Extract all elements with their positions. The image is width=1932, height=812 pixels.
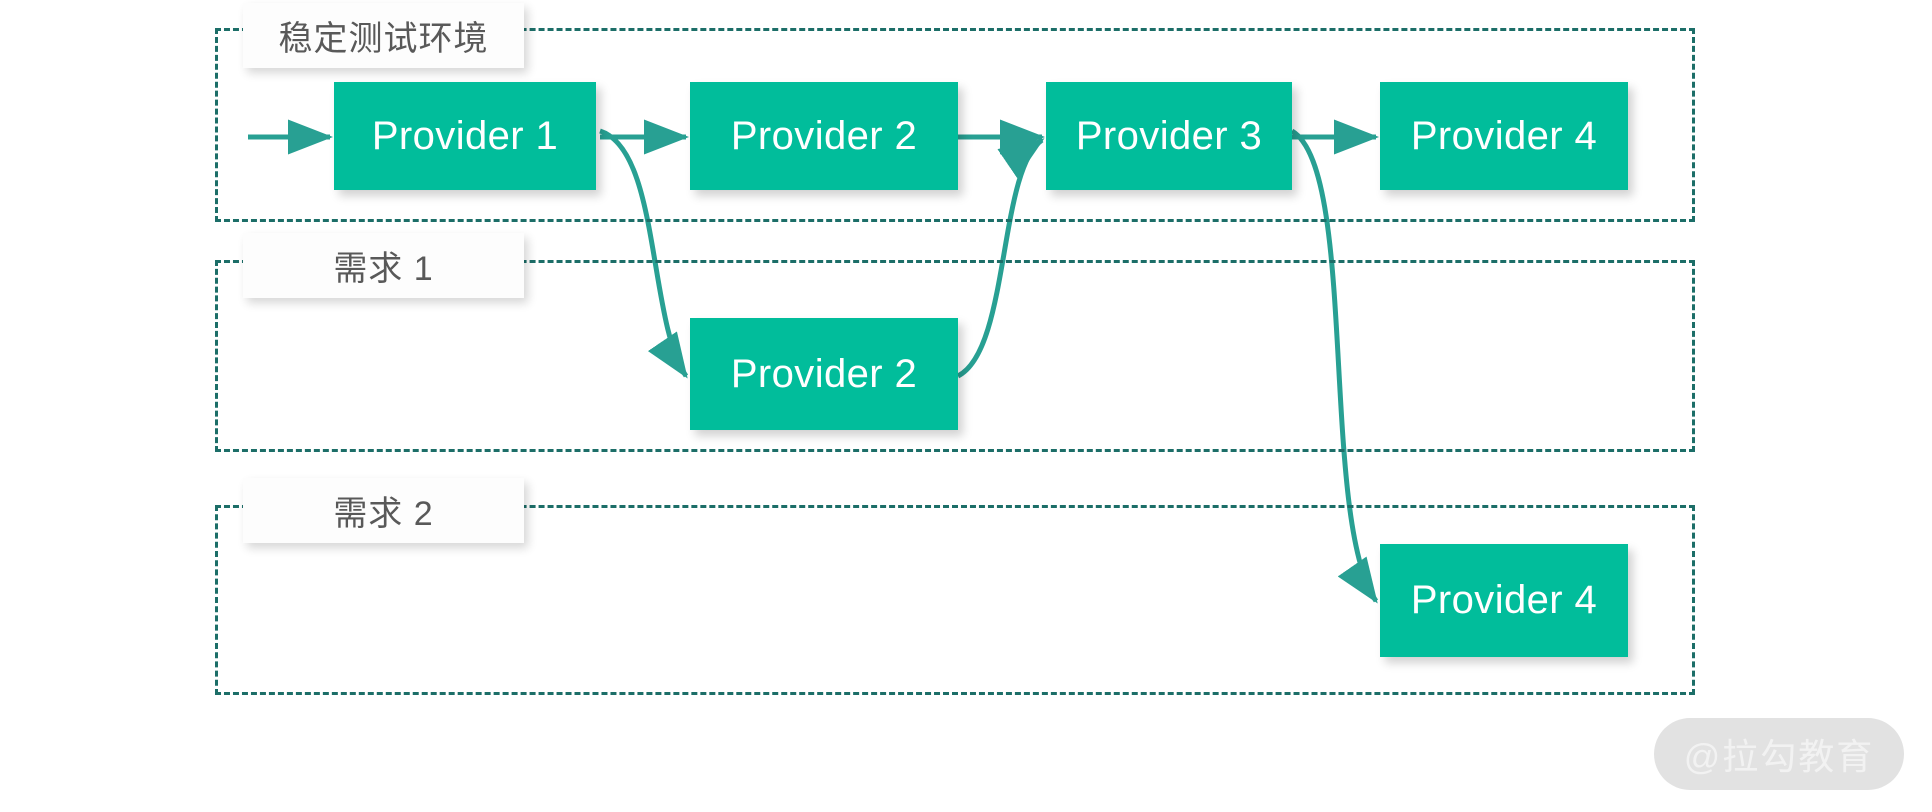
group-label-feature-1-text: 需求 1 — [333, 250, 434, 288]
group-label-feature-2: 需求 2 — [243, 478, 524, 543]
group-feature-1 — [215, 260, 1695, 452]
node-provider1-stable-label: Provider 1 — [371, 113, 559, 158]
node-provider2-feature1[interactable]: Provider 2 — [690, 318, 958, 430]
group-label-stable-env-text: 稳定测试环境 — [278, 20, 489, 58]
node-provider4-stable-label: Provider 4 — [1410, 113, 1598, 158]
node-provider4-stable[interactable]: Provider 4 — [1380, 82, 1628, 190]
node-provider3-stable-label: Provider 3 — [1075, 113, 1263, 158]
node-provider2-feature1-label: Provider 2 — [730, 351, 918, 396]
group-label-feature-2-text: 需求 2 — [333, 495, 434, 533]
node-provider2-stable[interactable]: Provider 2 — [690, 82, 958, 190]
group-feature-2 — [215, 505, 1695, 695]
node-provider4-feature2[interactable]: Provider 4 — [1380, 544, 1628, 657]
group-stable-env — [215, 28, 1695, 222]
node-provider2-stable-label: Provider 2 — [730, 113, 918, 158]
watermark-text: @拉勾教育 — [1683, 736, 1875, 777]
watermark-badge: @拉勾教育 — [1654, 718, 1904, 790]
node-provider1-stable[interactable]: Provider 1 — [334, 82, 596, 190]
node-provider3-stable[interactable]: Provider 3 — [1046, 82, 1292, 190]
node-provider4-feature2-label: Provider 4 — [1410, 578, 1598, 622]
group-label-feature-1: 需求 1 — [243, 233, 524, 298]
group-label-stable-env: 稳定测试环境 — [243, 3, 524, 68]
